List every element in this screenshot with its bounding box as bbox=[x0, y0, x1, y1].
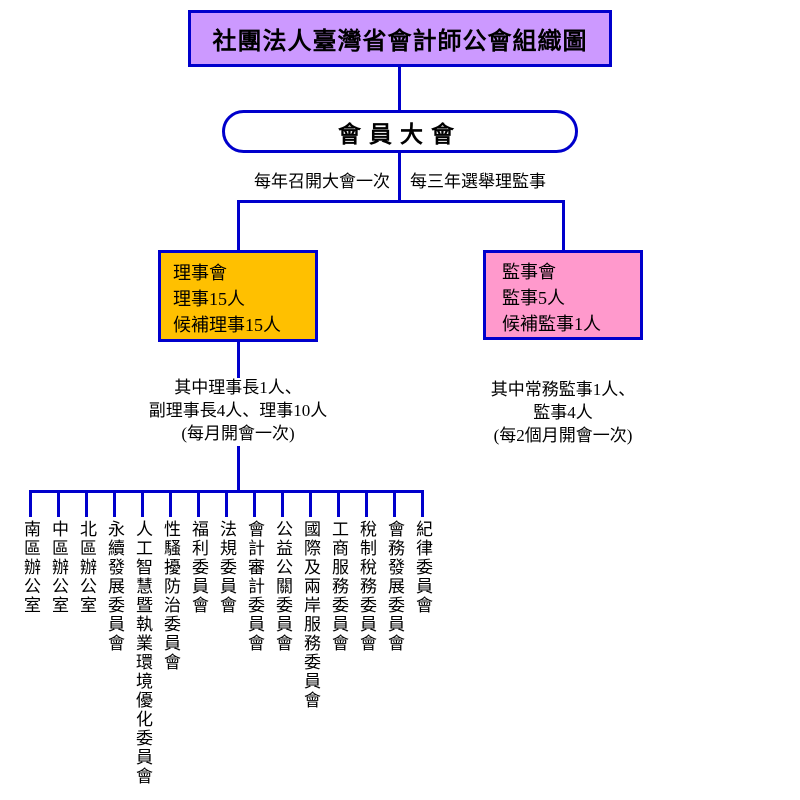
committee-label: 會務發展委員會 bbox=[385, 520, 404, 653]
connector-note-committees bbox=[237, 446, 240, 493]
committee-drop-line bbox=[141, 490, 144, 517]
committee-label: 紀律委員會 bbox=[413, 520, 432, 615]
committee-drop-line bbox=[113, 490, 116, 517]
committee-label: 北區辦公室 bbox=[77, 520, 96, 615]
committee-label: 公益公關委員會 bbox=[273, 520, 292, 653]
committee-drop-line bbox=[169, 490, 172, 517]
committee-drop-line bbox=[57, 490, 60, 517]
committee-label: 中區辦公室 bbox=[49, 520, 68, 615]
branch-horizontal-line bbox=[237, 200, 565, 203]
assembly-box: 會員大會 bbox=[222, 110, 578, 153]
supervisors-note: 其中常務監事1人、 監事4人 (每2個月開會一次) bbox=[438, 378, 688, 447]
committee-drop-line bbox=[281, 490, 284, 517]
chart-title-box: 社團法人臺灣省會計師公會組織圖 bbox=[188, 10, 612, 67]
committee-label: 法規委員會 bbox=[217, 520, 236, 615]
committee-label: 稅制稅務委員會 bbox=[357, 520, 376, 653]
committee-drop-line bbox=[29, 490, 32, 517]
committee-label: 性騷擾防治委員會 bbox=[161, 520, 180, 672]
supervisors-note-line: 監事4人 bbox=[533, 403, 593, 422]
supervisors-box-line: 監事會 bbox=[502, 262, 556, 282]
connector-assembly-branch bbox=[398, 153, 401, 202]
branch-note-left: 每年召開大會一次 bbox=[254, 172, 390, 191]
committee-label: 國際及兩岸服務委員會 bbox=[301, 520, 320, 710]
drop-to-supervisors bbox=[562, 200, 565, 252]
committee-label: 南區辦公室 bbox=[21, 520, 40, 615]
branch-note-right: 每三年選舉理監事 bbox=[410, 172, 546, 191]
committee-drop-line bbox=[365, 490, 368, 517]
directors-box: 理事會 理事15人 候補理事15人 bbox=[158, 250, 318, 342]
committee-drop-line bbox=[225, 490, 228, 517]
committee-label: 永續發展委員會 bbox=[105, 520, 124, 653]
committee-drop-line bbox=[337, 490, 340, 517]
committee-label: 福利委員會 bbox=[189, 520, 208, 615]
assembly-label: 會員大會 bbox=[338, 121, 462, 147]
supervisors-note-line: 其中常務監事1人、 bbox=[490, 380, 636, 399]
committee-drop-line bbox=[393, 490, 396, 517]
directors-note-line: (每月開會一次) bbox=[181, 424, 295, 443]
committee-label: 會計審計委員會 bbox=[245, 520, 264, 653]
drop-to-directors bbox=[237, 200, 240, 252]
directors-box-line: 理事15人 bbox=[173, 289, 245, 309]
supervisors-box-line: 監事5人 bbox=[502, 288, 565, 308]
connector-title-assembly bbox=[398, 67, 401, 110]
directors-box-line: 理事會 bbox=[173, 263, 227, 283]
committee-drop-line bbox=[309, 490, 312, 517]
connector-directors-note bbox=[237, 342, 240, 378]
directors-box-line: 候補理事15人 bbox=[173, 315, 281, 335]
committee-drop-line bbox=[253, 490, 256, 517]
supervisors-box-line: 候補監事1人 bbox=[502, 314, 601, 334]
directors-note-line: 其中理事長1人、 bbox=[174, 378, 302, 397]
directors-note: 其中理事長1人、 副理事長4人、理事10人 (每月開會一次) bbox=[113, 376, 363, 445]
directors-note-line: 副理事長4人、理事10人 bbox=[148, 401, 328, 420]
committee-drop-line bbox=[197, 490, 200, 517]
committee-label: 人工智慧暨執業環境優化委員會 bbox=[133, 520, 152, 786]
chart-title: 社團法人臺灣省會計師公會組織圖 bbox=[212, 29, 588, 55]
supervisors-note-line: (每2個月開會一次) bbox=[493, 426, 633, 445]
supervisors-box: 監事會 監事5人 候補監事1人 bbox=[483, 250, 643, 340]
committee-drop-line bbox=[421, 490, 424, 517]
committee-drop-line bbox=[85, 490, 88, 517]
committee-label: 工商服務委員會 bbox=[329, 520, 348, 653]
